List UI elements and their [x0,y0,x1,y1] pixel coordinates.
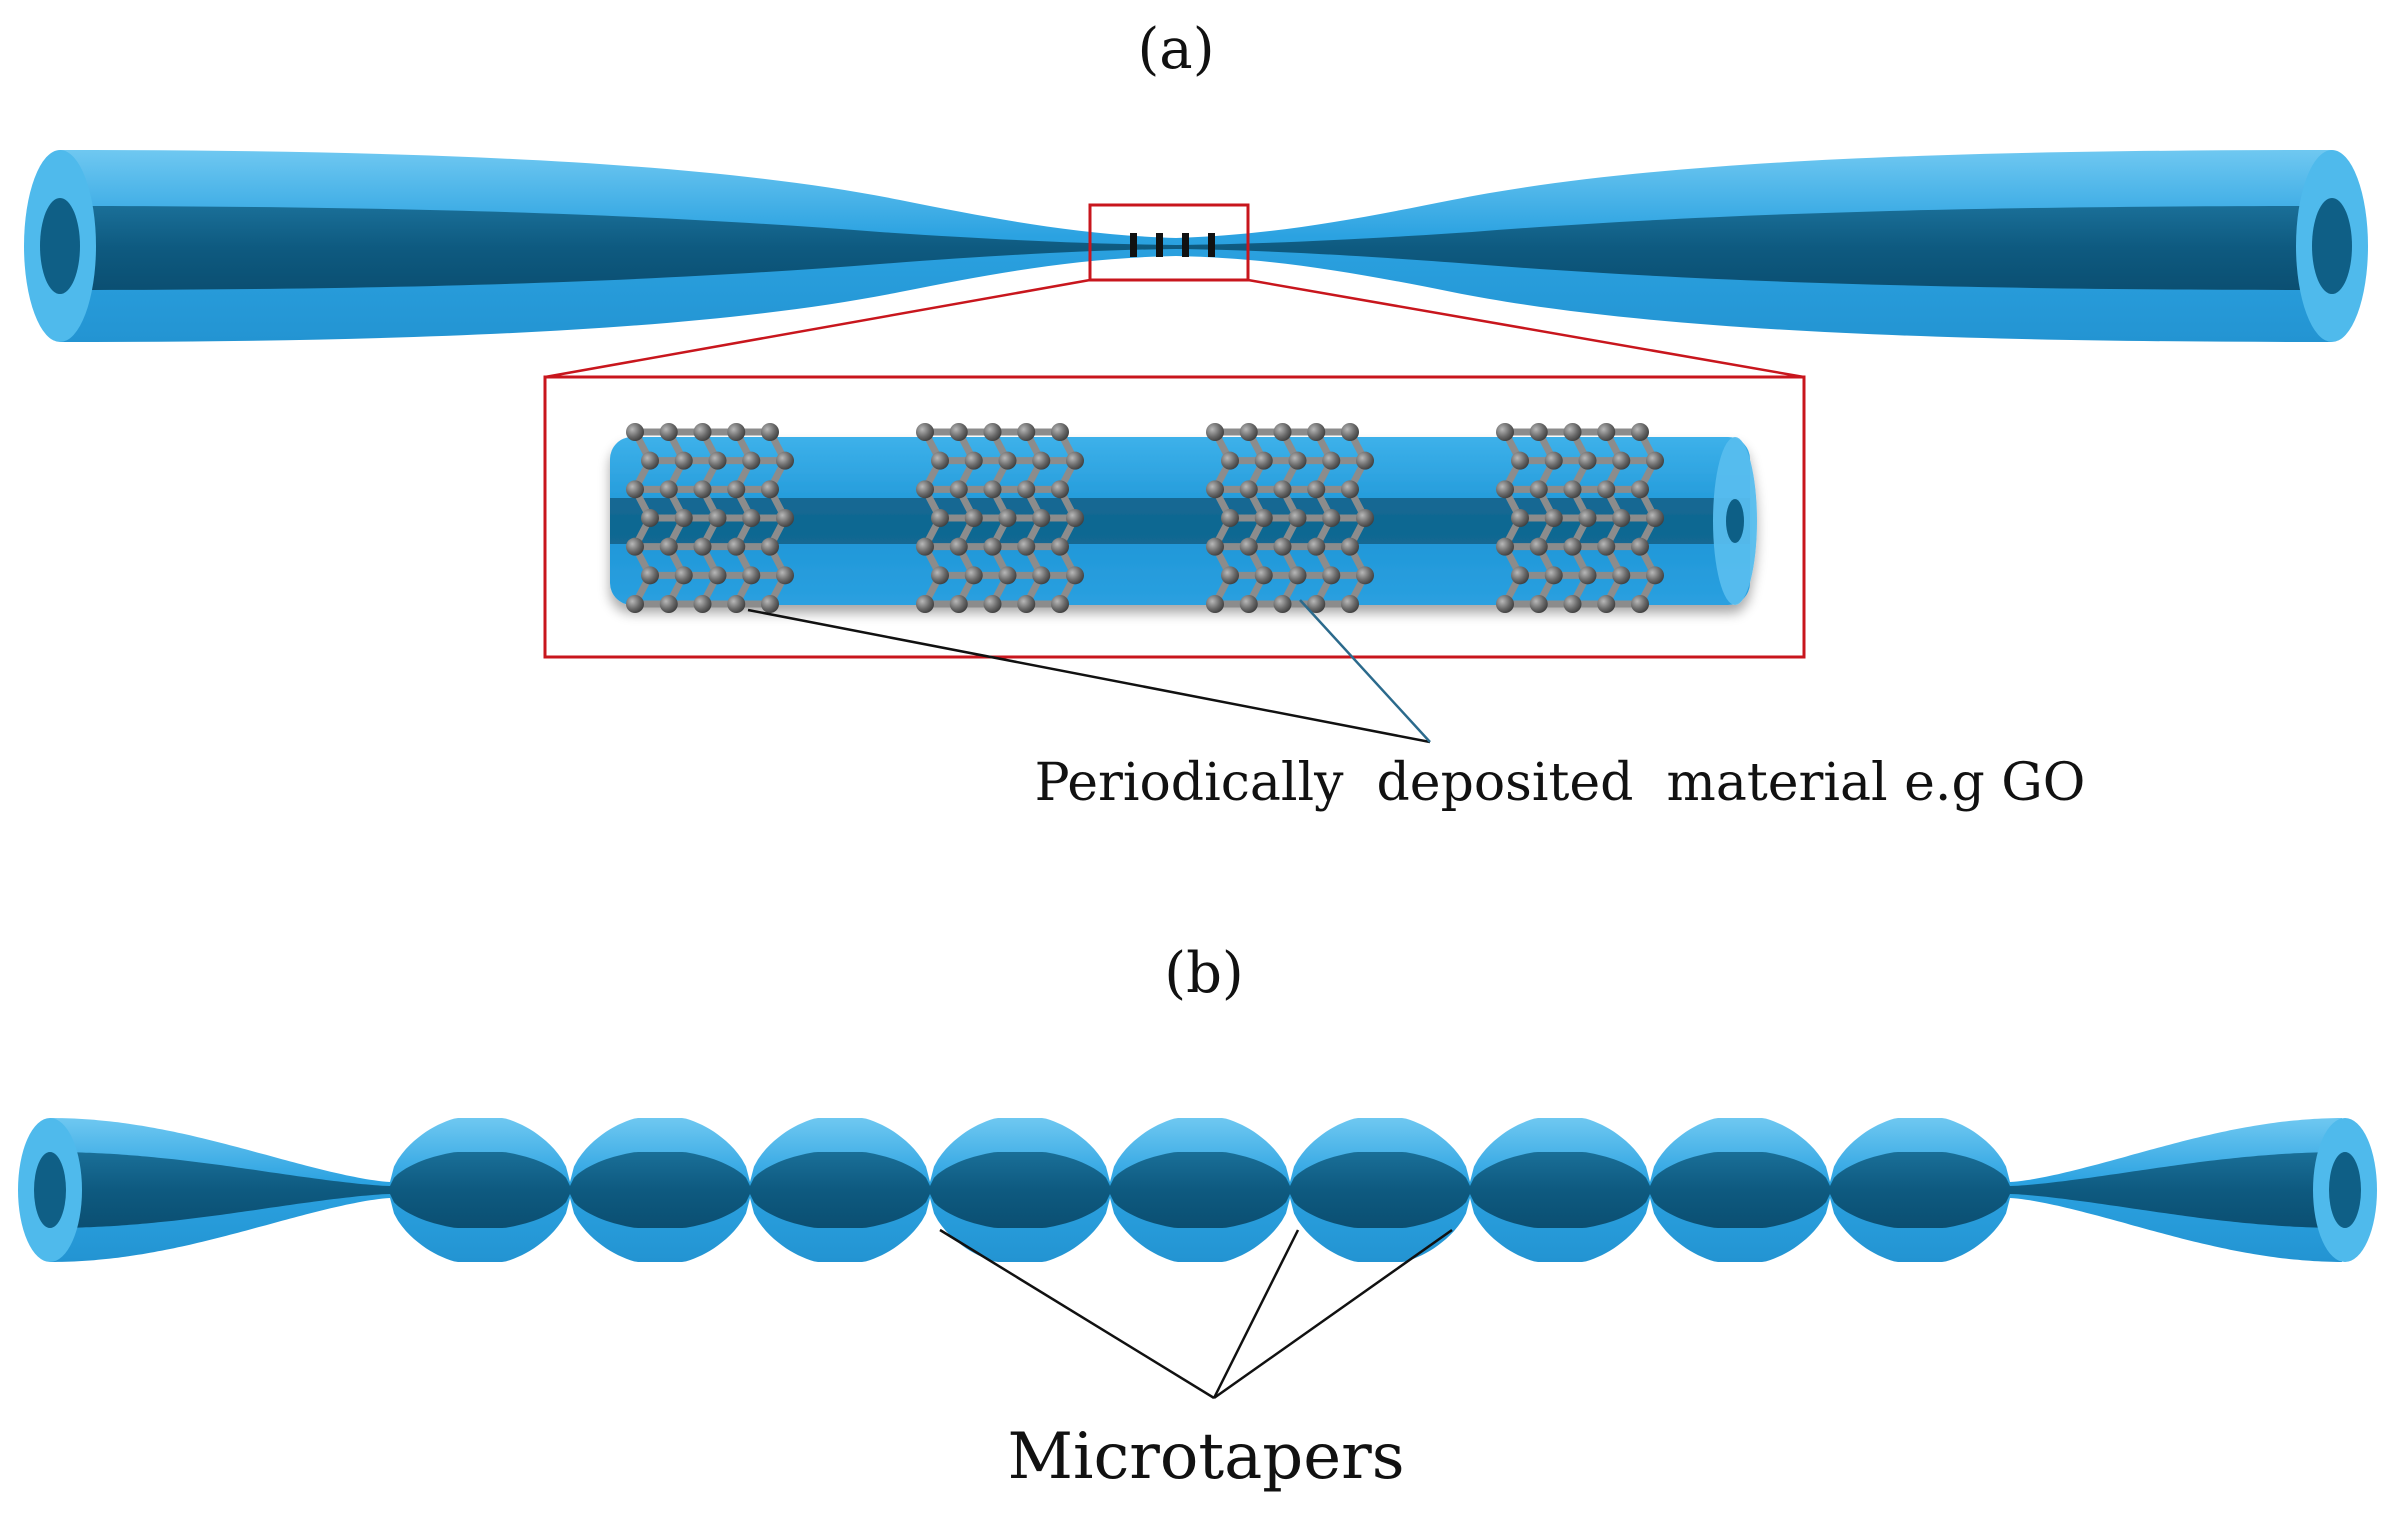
tapered-fiber-a [24,150,2368,342]
microtaper-fiber [18,1118,2377,1262]
carbon-cage [626,423,794,613]
leader-line-1 [747,608,1431,744]
deposit-marker [1182,233,1189,257]
panel-b-label: (b) [1164,941,1244,1006]
zoom-line-left [544,278,1091,379]
deposited-material-rings [626,423,1664,613]
deposit-marker [1130,233,1137,257]
deposit-marker [1208,233,1215,257]
zoom-line-right [1247,278,1805,379]
fiber-a-core [60,206,2332,290]
microtaper-leader-2 [1212,1229,1300,1399]
carbon-cage [916,423,1084,613]
waist-highlight-box [1088,203,1250,282]
deposit-markers [1130,233,1215,257]
deposited-material-annotation: Periodically deposited material e.g GO [1035,753,2086,813]
panel-b: (b) Microtapers [18,941,2377,1494]
microtaper-leader-3 [1213,1228,1453,1400]
carbon-cage [1206,423,1374,613]
microtaper-leader-1 [939,1228,1215,1400]
panel-a-label: (a) [1137,17,1214,82]
carbon-cage [1496,423,1664,613]
deposit-marker [1156,233,1163,257]
leader-line-2 [1299,599,1431,743]
fiber-b-core [50,1152,2342,1228]
panel-a: (a) Period [24,17,2368,813]
microtapers-annotation: Microtapers [1007,1420,1404,1494]
